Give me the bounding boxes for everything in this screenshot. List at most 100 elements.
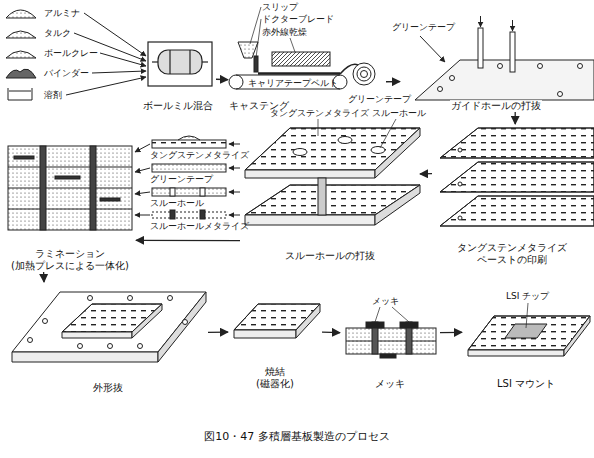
layer-arrows <box>229 144 240 145</box>
layer-arrows <box>135 168 150 172</box>
ball-mill <box>158 50 202 74</box>
printed-sheets <box>440 196 594 226</box>
printed-sheets <box>458 216 462 220</box>
ball-mill <box>169 50 170 74</box>
guide-hole-sheet <box>450 76 455 81</box>
casting-machine <box>254 56 258 72</box>
flow-arrow <box>208 331 228 333</box>
sintered-board <box>234 304 320 338</box>
printed-sheets <box>458 182 462 186</box>
part-label: ドクターブレード <box>262 14 334 25</box>
exploded-layers <box>152 164 226 172</box>
outline-punched-sheet <box>183 320 188 325</box>
guide-hole-sheet <box>480 16 481 27</box>
exploded-layers <box>152 140 226 148</box>
flow-arrow <box>136 240 240 242</box>
stage-label: 焼結 (磁器化) <box>244 366 306 390</box>
outline-punched-sheet <box>78 344 83 349</box>
guide-hole-sheet <box>578 64 583 69</box>
punched-sheet <box>371 147 385 154</box>
ingredient-icons <box>6 10 36 18</box>
part-label: タングステンメタライズ <box>270 108 369 119</box>
part-label: タルク <box>44 28 71 39</box>
laminated-stack <box>14 156 34 159</box>
flow-arrow <box>440 332 462 334</box>
printed-sheets <box>440 128 594 158</box>
outline-punched-sheet <box>88 296 93 301</box>
exploded-layers <box>200 188 205 196</box>
stage-label: タングステンメタライズ ペーストの印刷 <box>454 242 571 266</box>
process-stage: ガイドホールの打抜 <box>400 36 592 112</box>
sintered-board <box>234 330 296 338</box>
figure-caption: 図10・47 多積層基板製造のプロセス <box>0 430 594 444</box>
lsi-mounted-board <box>468 303 590 356</box>
laminated-stack <box>40 146 46 230</box>
punched-sheet <box>245 119 420 225</box>
casting-machine <box>272 52 330 66</box>
outline-punched-sheet <box>108 344 113 349</box>
part-label: タングステンメタライズ <box>150 150 249 161</box>
ball-mill <box>152 61 158 62</box>
stage-label: 外形抜 <box>92 382 124 394</box>
punched-sheet <box>245 215 375 225</box>
plated-cross-section <box>346 328 436 354</box>
part-label: バインダー <box>44 68 89 79</box>
layer-arrows <box>135 144 150 152</box>
process-stage: ラミネーション (加熱プレスによる一体化) <box>4 140 136 272</box>
outline-punched-sheet <box>158 292 206 362</box>
part-label: LSI チップ <box>506 291 549 302</box>
printed-sheets <box>458 148 462 152</box>
part-label: 赤外線乾燥 <box>262 27 307 38</box>
punched-sheet <box>245 128 420 170</box>
printed-sheets <box>440 162 594 192</box>
casting-machine <box>236 75 340 76</box>
stage-label: メッキ <box>374 378 406 390</box>
part-label: アルミナ <box>44 8 80 19</box>
stage-label: ガイドホールの打抜 <box>450 100 542 112</box>
guide-hole-sheet <box>558 92 563 97</box>
guide-hole-sheet <box>498 64 503 69</box>
part-label: キャリアテープベルト <box>248 78 338 89</box>
casting-machine <box>290 38 295 52</box>
stage-label: LSI マウント <box>496 378 556 390</box>
ingredient-icons <box>6 31 36 38</box>
layer-arrows <box>229 168 240 169</box>
plated-cross-section <box>380 354 396 358</box>
casting-machine <box>256 19 261 58</box>
ingredient-icons <box>6 69 36 78</box>
outline-punched-sheet <box>43 319 48 324</box>
guide-hole-sheet <box>512 20 513 31</box>
exploded-layers <box>152 188 226 196</box>
printed-sheets <box>440 196 594 226</box>
punched-sheet <box>375 185 420 225</box>
ingredient-icons <box>6 10 36 100</box>
lsi-mounted-board <box>468 350 564 356</box>
laminated-stack <box>8 188 132 189</box>
part-label: グリーンテープ <box>392 22 455 33</box>
guide-hole-sheet <box>438 87 443 92</box>
exploded-layers <box>170 210 175 219</box>
casting-machine <box>236 89 340 90</box>
punched-sheet <box>318 178 326 215</box>
stage-label: ラミネーション (加熱プレスによる一体化) <box>4 248 136 272</box>
part-label: スルーホールメタライズ <box>150 221 249 232</box>
part-label: スルーホール <box>372 108 426 119</box>
layer-arrows <box>135 192 150 194</box>
guide-hole-sheet <box>420 36 445 62</box>
punched-sheet <box>245 128 420 170</box>
process-stage: ボールミル混合 <box>140 34 216 112</box>
punched-sheet <box>293 149 307 156</box>
outline-punched-sheet <box>12 292 206 362</box>
laminated-stack <box>8 209 132 210</box>
stage-label: スルーホールの打抜 <box>284 250 376 262</box>
part-label: ボールクレー <box>44 48 98 59</box>
exploded-layers <box>200 210 205 219</box>
outline-punched-sheet <box>28 338 33 343</box>
ball-mill <box>148 42 212 86</box>
layer-arrows <box>229 192 240 193</box>
guide-hole-sheet <box>478 28 483 68</box>
plated-cross-section <box>366 322 384 328</box>
flow-arrow <box>216 79 228 81</box>
flow-arrow <box>420 173 432 175</box>
